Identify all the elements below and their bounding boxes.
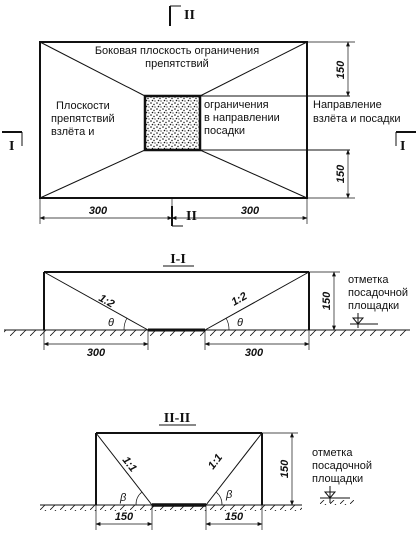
plan-top-label-1: Боковая плоскость ограничения	[95, 45, 259, 57]
section2-ground-hatch	[40, 505, 302, 511]
plan-left-label-1: Плоскости	[56, 100, 110, 112]
section1-angle-right: θ	[237, 317, 243, 329]
section1-ground-hatch	[4, 330, 410, 336]
section1-slope-right-label: 1:2	[230, 290, 250, 308]
plan-left-label-3: взлёта и	[51, 126, 94, 138]
section2-elevation-note: отметка посадочной площадки	[312, 447, 372, 505]
plan-center-label-1: ограничения	[204, 99, 269, 111]
svg-text:площадки: площадки	[312, 473, 363, 485]
section1-slope-right	[204, 271, 310, 331]
section2-angle-left: β	[119, 492, 127, 504]
section2-slope-right-label: 1:1	[206, 452, 225, 472]
section-mark-II-top: II	[169, 5, 195, 26]
svg-text:150: 150	[225, 511, 244, 523]
svg-text:II: II	[184, 8, 195, 23]
section2-slope-right	[205, 432, 263, 506]
plan-diagonal-tl	[39, 41, 146, 97]
section1-dim-height: 150	[309, 271, 340, 331]
svg-text:отметка: отметка	[312, 447, 353, 459]
svg-text:300: 300	[241, 205, 260, 217]
plan-center-label-3: посадки	[204, 125, 245, 137]
svg-text:150: 150	[115, 511, 134, 523]
plan-diagonal-tr	[199, 41, 308, 97]
plan-right-label-1: Направление	[313, 99, 382, 111]
section1-angle-left: θ	[108, 317, 114, 329]
section-I-I: I-I 1:2 1:2 θ θ 150 отметка посадочной	[4, 252, 410, 359]
section-I-title: I-I	[170, 252, 186, 267]
svg-text:150: 150	[335, 60, 347, 79]
svg-text:II: II	[186, 209, 197, 224]
landing-pad	[143, 94, 202, 152]
section2-dim-height: 150	[262, 432, 298, 506]
plan-outline	[39, 41, 308, 199]
section2-angle-right: β	[225, 489, 233, 501]
section-II-II: II-II 1:1 1:1 β β 150 отметка посадочн	[40, 411, 372, 530]
section-II-title: II-II	[164, 411, 190, 426]
svg-text:посадочной: посадочной	[348, 287, 408, 299]
svg-text:I: I	[9, 139, 14, 154]
section1-slope-left-label: 1:2	[97, 292, 117, 310]
section-mark-II-bottom: II	[171, 206, 197, 227]
plan-dim-top: 150	[307, 41, 355, 97]
plan-center-label-2: в направлении	[204, 112, 280, 124]
section2-slope-left	[95, 432, 153, 506]
section1-slope-left	[43, 271, 149, 331]
plan-right-label-2: взлёта и посадки	[313, 113, 401, 125]
plan-view: Боковая плоскость ограничения препятстви…	[2, 5, 416, 227]
section2-slope-left-label: 1:1	[120, 454, 139, 474]
svg-text:I: I	[400, 139, 405, 154]
section1-dim-horizontal: 300 300	[43, 330, 310, 359]
plan-top-label-2: препятствий	[145, 58, 209, 70]
svg-text:площадки: площадки	[348, 300, 399, 312]
svg-text:150: 150	[321, 291, 333, 310]
svg-text:300: 300	[245, 347, 264, 359]
svg-text:посадочной: посадочной	[312, 460, 372, 472]
section1-elevation-note: отметка посадочной площадки	[348, 274, 408, 328]
plan-diagonal-bl	[39, 149, 146, 199]
plan-dim-horizontal: 300 300	[39, 198, 308, 224]
svg-text:300: 300	[89, 205, 108, 217]
section-mark-I-right: I	[395, 131, 416, 154]
svg-text:150: 150	[335, 164, 347, 183]
section2-dim-horizontal: 150 150	[95, 505, 263, 530]
svg-text:150: 150	[279, 459, 291, 478]
plan-dim-bottom: 150	[307, 149, 355, 199]
plan-left-label-2: препятствий	[51, 113, 115, 125]
section-mark-I-left: I	[2, 131, 23, 154]
svg-text:отметка: отметка	[348, 274, 389, 286]
svg-text:300: 300	[87, 347, 106, 359]
plan-diagonal-br	[199, 149, 308, 199]
